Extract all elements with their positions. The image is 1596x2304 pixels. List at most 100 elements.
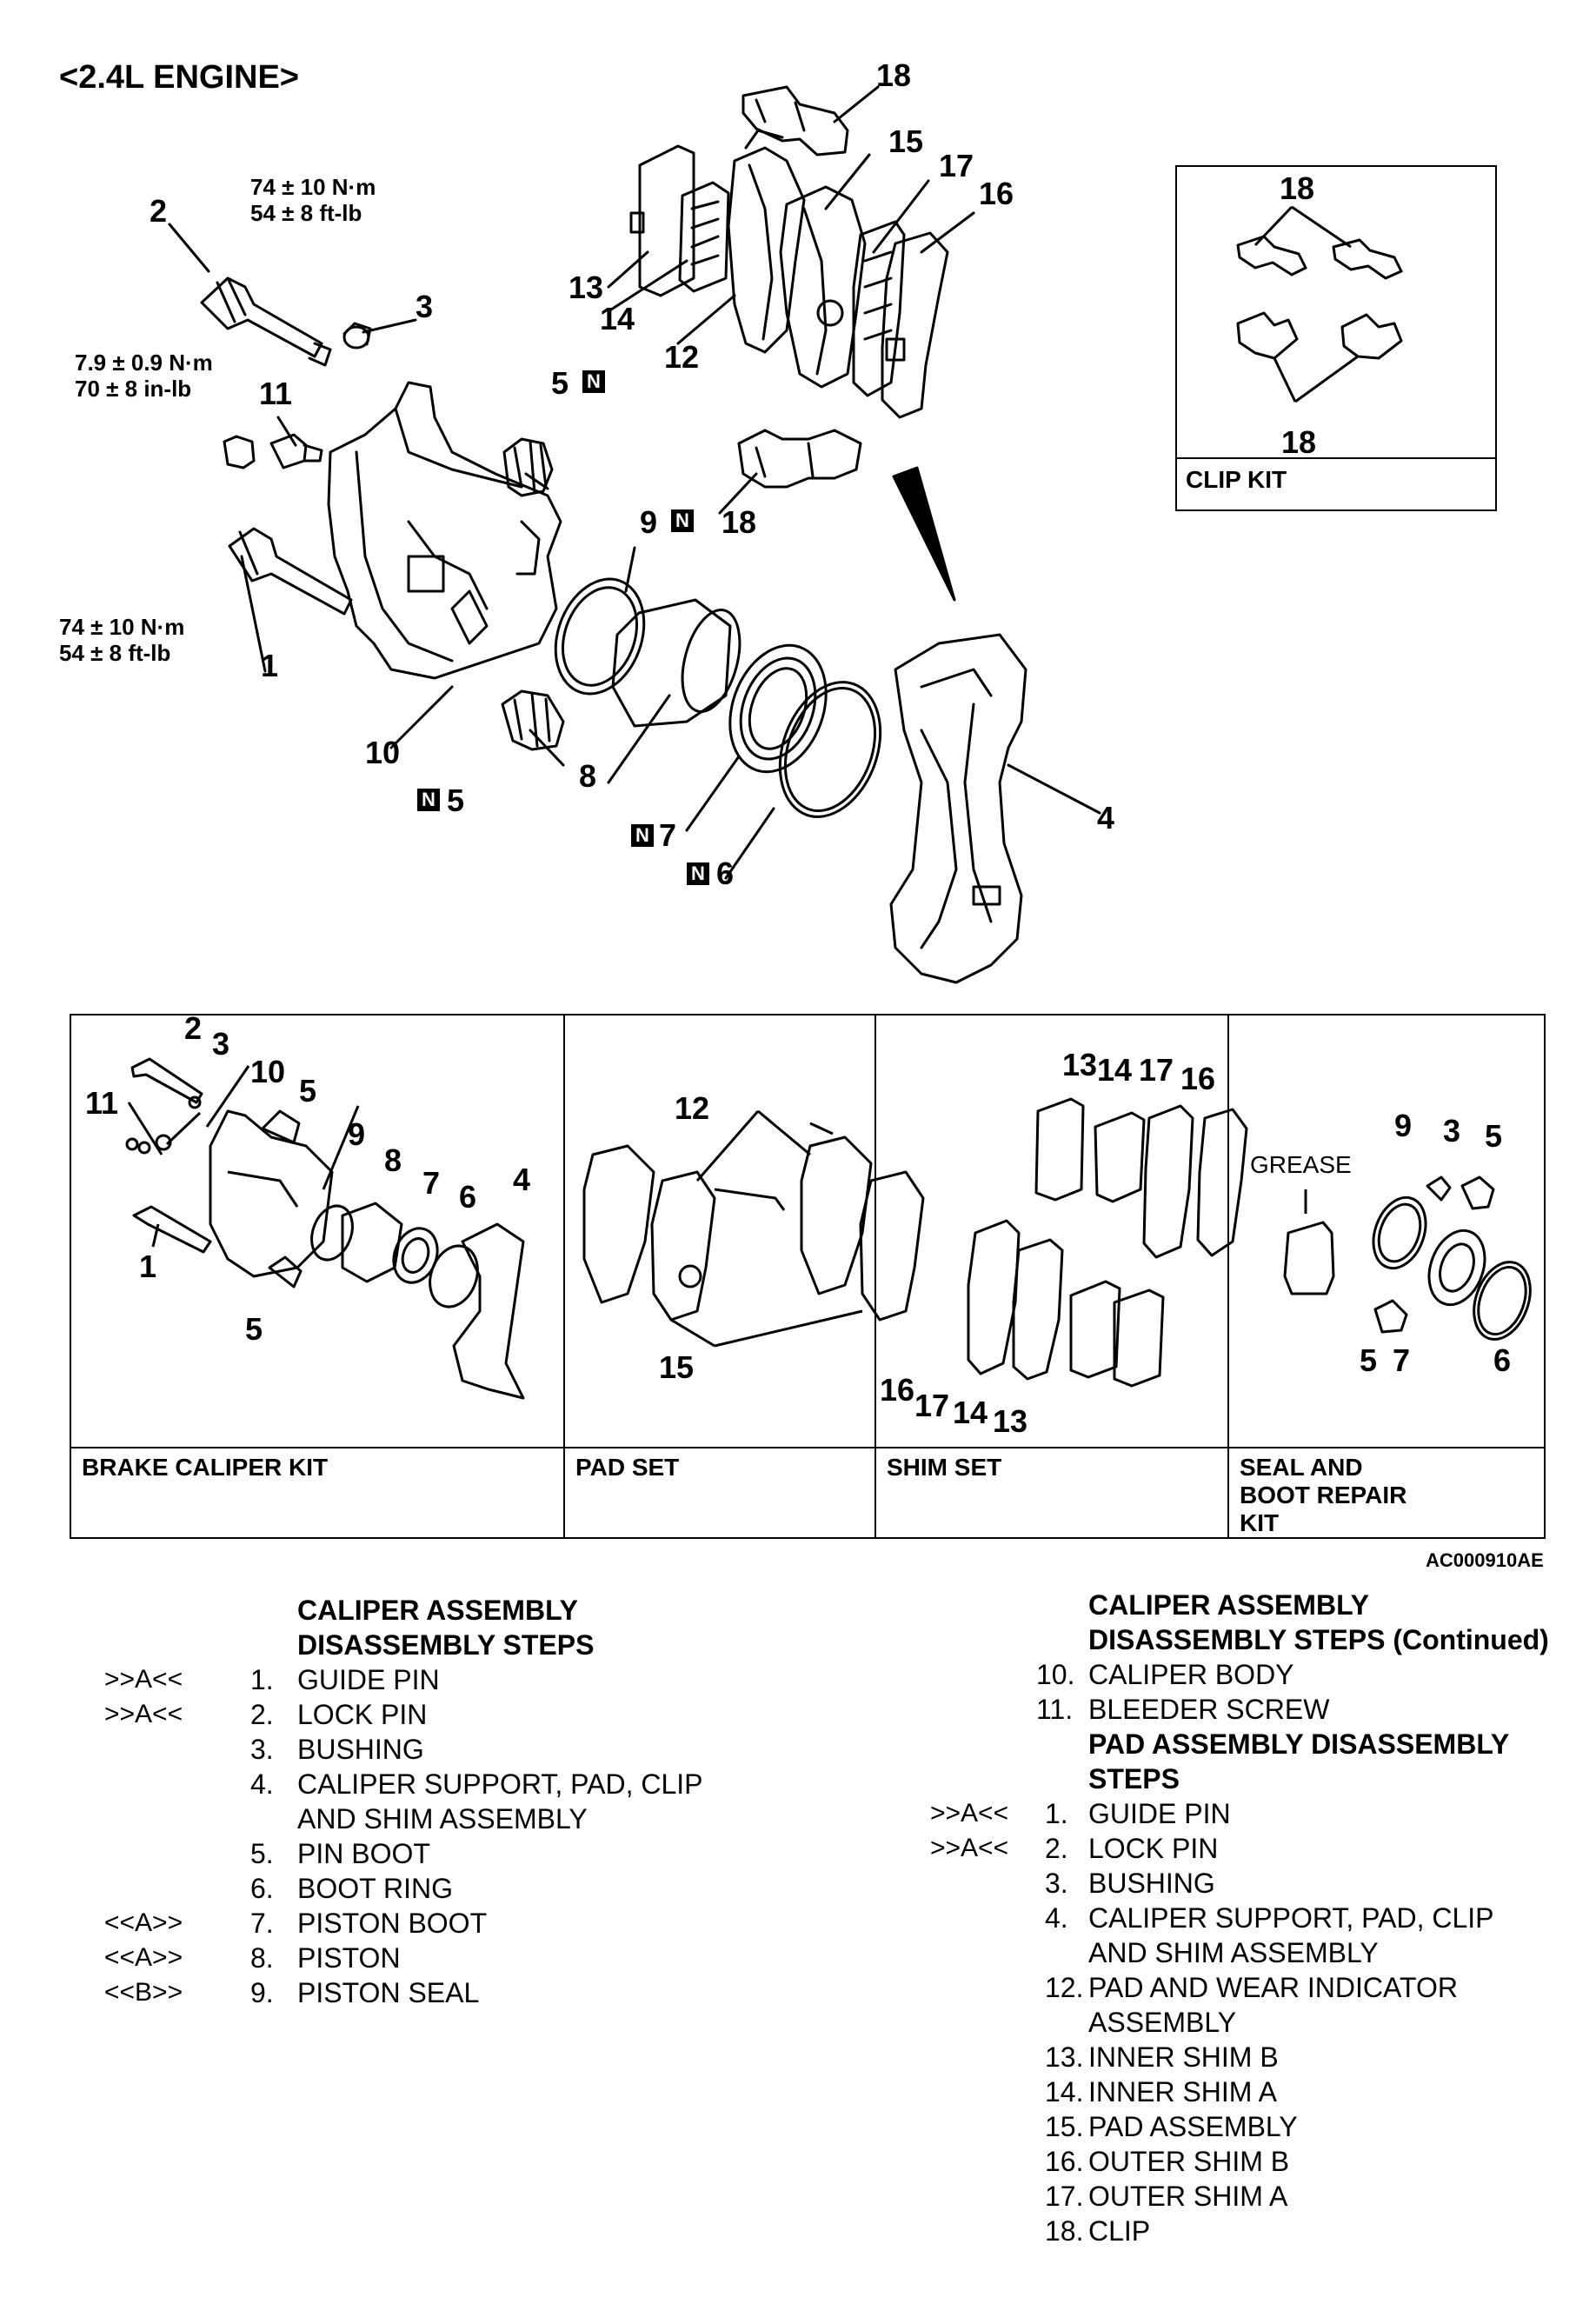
caliper-exploded-diagram (168, 85, 1101, 984)
step-text: CALIPER BODY (1088, 1659, 1294, 1690)
piston-drawing (611, 598, 741, 728)
step-text: PIN BOOT (297, 1838, 430, 1869)
step-text: CALIPER SUPPORT, PAD, CLIP (297, 1768, 703, 1800)
step-text: INNER SHIM B (1088, 2041, 1279, 2073)
shim-14-drawing (678, 181, 730, 293)
shim-16-drawing (881, 231, 949, 419)
left-step-row: <<B>>9.PISTON SEAL (26, 1975, 756, 2010)
torque-bleeder-metric: 7.9 ± 0.9 N·m (75, 350, 213, 376)
kit-callout-9: 9 (348, 1116, 366, 1152)
clip-kit-top-number: 18 (1280, 170, 1315, 206)
callout-18-top: 18 (876, 57, 912, 93)
callout-2: 2 (150, 193, 168, 229)
callout-17: 17 (939, 148, 974, 183)
kit-contents-drawing (125, 1057, 1532, 1400)
caliper-body-drawing (327, 381, 562, 680)
left-step-row: <<A>>8.PISTON (26, 1941, 756, 1975)
pad-step-row: 14.INNER SHIM A (895, 2074, 1591, 2109)
callout-16: 16 (979, 176, 1014, 211)
step-text: BLEEDER SCREW (1088, 1694, 1330, 1725)
left-step-row: <<A>>7.PISTON BOOT (26, 1906, 756, 1941)
step-number: 1. (1045, 1798, 1068, 1829)
callout-4: 4 (1097, 800, 1115, 836)
left-steps-list: CALIPER ASSEMBLY DISASSEMBLY STEPS >>A<<… (26, 1593, 756, 2010)
repair-kit-table: 2 3 10 5 11 9 8 7 6 4 1 5 12 15 13 14 17… (70, 1010, 1546, 1539)
piston-seal-drawing (554, 577, 646, 696)
kit-callout-16-bottom: 16 (880, 1372, 915, 1408)
callout-11: 11 (259, 376, 293, 411)
step-text: LOCK PIN (1088, 1833, 1219, 1864)
pad-steps-subheading: STEPS (1088, 1763, 1180, 1795)
shim-17-drawing (852, 220, 906, 397)
clip-top-drawing (741, 85, 849, 156)
torque-lock-pin-metric: 74 ± 10 N·m (59, 614, 185, 640)
step-reference-mark: >>A<< (930, 1799, 1009, 1828)
step-number: 11. (1036, 1694, 1074, 1725)
step-number: 6. (250, 1873, 274, 1904)
pad-step-row: 12.PAD AND WEAR INDICATOR (895, 1970, 1591, 2005)
kit-callout-7: 7 (422, 1165, 441, 1201)
kit-callout-12: 12 (675, 1090, 710, 1126)
step-reference-mark: <<B>> (104, 1978, 183, 2007)
right-steps-heading: CALIPER ASSEMBLY (1088, 1589, 1370, 1621)
step-number: 5. (250, 1838, 274, 1869)
step-reference-mark: >>A<< (104, 1700, 183, 1728)
step-reference-mark: >>A<< (104, 1665, 183, 1694)
callout-3: 3 (416, 289, 434, 324)
step-text: LOCK PIN (297, 1699, 428, 1730)
replace-mark-9: N (671, 509, 694, 532)
pad-step-row: 15.PAD ASSEMBLY (895, 2109, 1591, 2144)
step-number: 4. (1045, 1902, 1068, 1934)
pad-step-row: 4.CALIPER SUPPORT, PAD, CLIP (895, 1901, 1591, 1935)
kit-label-pad-set: PAD SET (575, 1454, 680, 1481)
torque-bleeder-imperial: 70 ± 8 in-lb (75, 376, 192, 402)
kit-column-divider (563, 1015, 565, 1537)
step-text: PISTON SEAL (297, 1977, 480, 2008)
pad-step-row: >>A<<1.GUIDE PIN (895, 1796, 1591, 1831)
kit-callout-5-bottom: 5 (245, 1311, 263, 1347)
right-step-row: 11. BLEEDER SCREW (895, 1692, 1591, 1727)
step-number: 13. (1045, 2041, 1084, 2073)
pin-boot-upper-drawing (502, 437, 554, 497)
callout-6: 6 (716, 856, 735, 891)
kit-callout-16-top: 16 (1180, 1061, 1216, 1096)
left-step-row: >>A<<1.GUIDE PIN (26, 1662, 756, 1697)
left-step-row: 4.CALIPER SUPPORT, PAD, CLIP (26, 1767, 756, 1801)
kit-callout-2: 2 (184, 1010, 203, 1046)
step-text: PAD ASSEMBLY (1088, 2111, 1298, 2142)
pad-step-row: >>A<< 2. LOCK PIN (895, 1831, 1591, 1866)
step-text: PISTON BOOT (297, 1908, 488, 1939)
kit-callout-8: 8 (384, 1142, 402, 1178)
callout-9: 9 (640, 504, 658, 540)
step-reference-mark: >>A<< (930, 1834, 1009, 1862)
step-text: PISTON (297, 1942, 401, 1974)
callout-12: 12 (664, 339, 700, 375)
kit-label-shim-set: SHIM SET (887, 1454, 1002, 1481)
torque-bleeder: 7.9 ± 0.9 N·m 70 ± 8 in-lb (75, 350, 213, 402)
clip-kit-drawing (1236, 205, 1403, 403)
guide-pin-drawing (200, 276, 332, 367)
step-reference-mark: <<A>> (104, 1943, 183, 1972)
torque-guide-pin-imperial: 54 ± 8 ft-lb (250, 200, 362, 226)
pad-12-drawing (727, 129, 806, 354)
callout-1: 1 (261, 648, 279, 683)
kit-column-divider (1227, 1015, 1229, 1537)
page-title: <2.4L ENGINE> (59, 59, 299, 96)
clip-kit-bottom-number: 18 (1281, 424, 1317, 460)
boot-ring-drawing (778, 681, 882, 818)
left-steps-heading: CALIPER ASSEMBLY (297, 1595, 579, 1626)
pad-15-drawing (779, 185, 867, 389)
step-text: AND SHIM ASSEMBLY (1088, 1937, 1379, 1968)
kit-callout-6: 6 (459, 1179, 477, 1215)
clip-bottom-drawing (737, 429, 862, 489)
pad-step-row: 3.BUSHING (895, 1866, 1591, 1901)
replace-mark-5-bottom: N (417, 789, 440, 811)
right-step-row: 10.CALIPER BODY (895, 1657, 1591, 1692)
step-number: 15. (1045, 2111, 1084, 2142)
bleeder-screw-drawing (223, 433, 323, 469)
step-number: 2. (1045, 1833, 1068, 1864)
torque-lock-pin-imperial: 54 ± 8 ft-lb (59, 640, 171, 666)
kit-callout-3: 3 (212, 1026, 230, 1062)
kit-callout-1: 1 (139, 1249, 157, 1284)
kit-callout-14-top: 14 (1097, 1052, 1133, 1088)
